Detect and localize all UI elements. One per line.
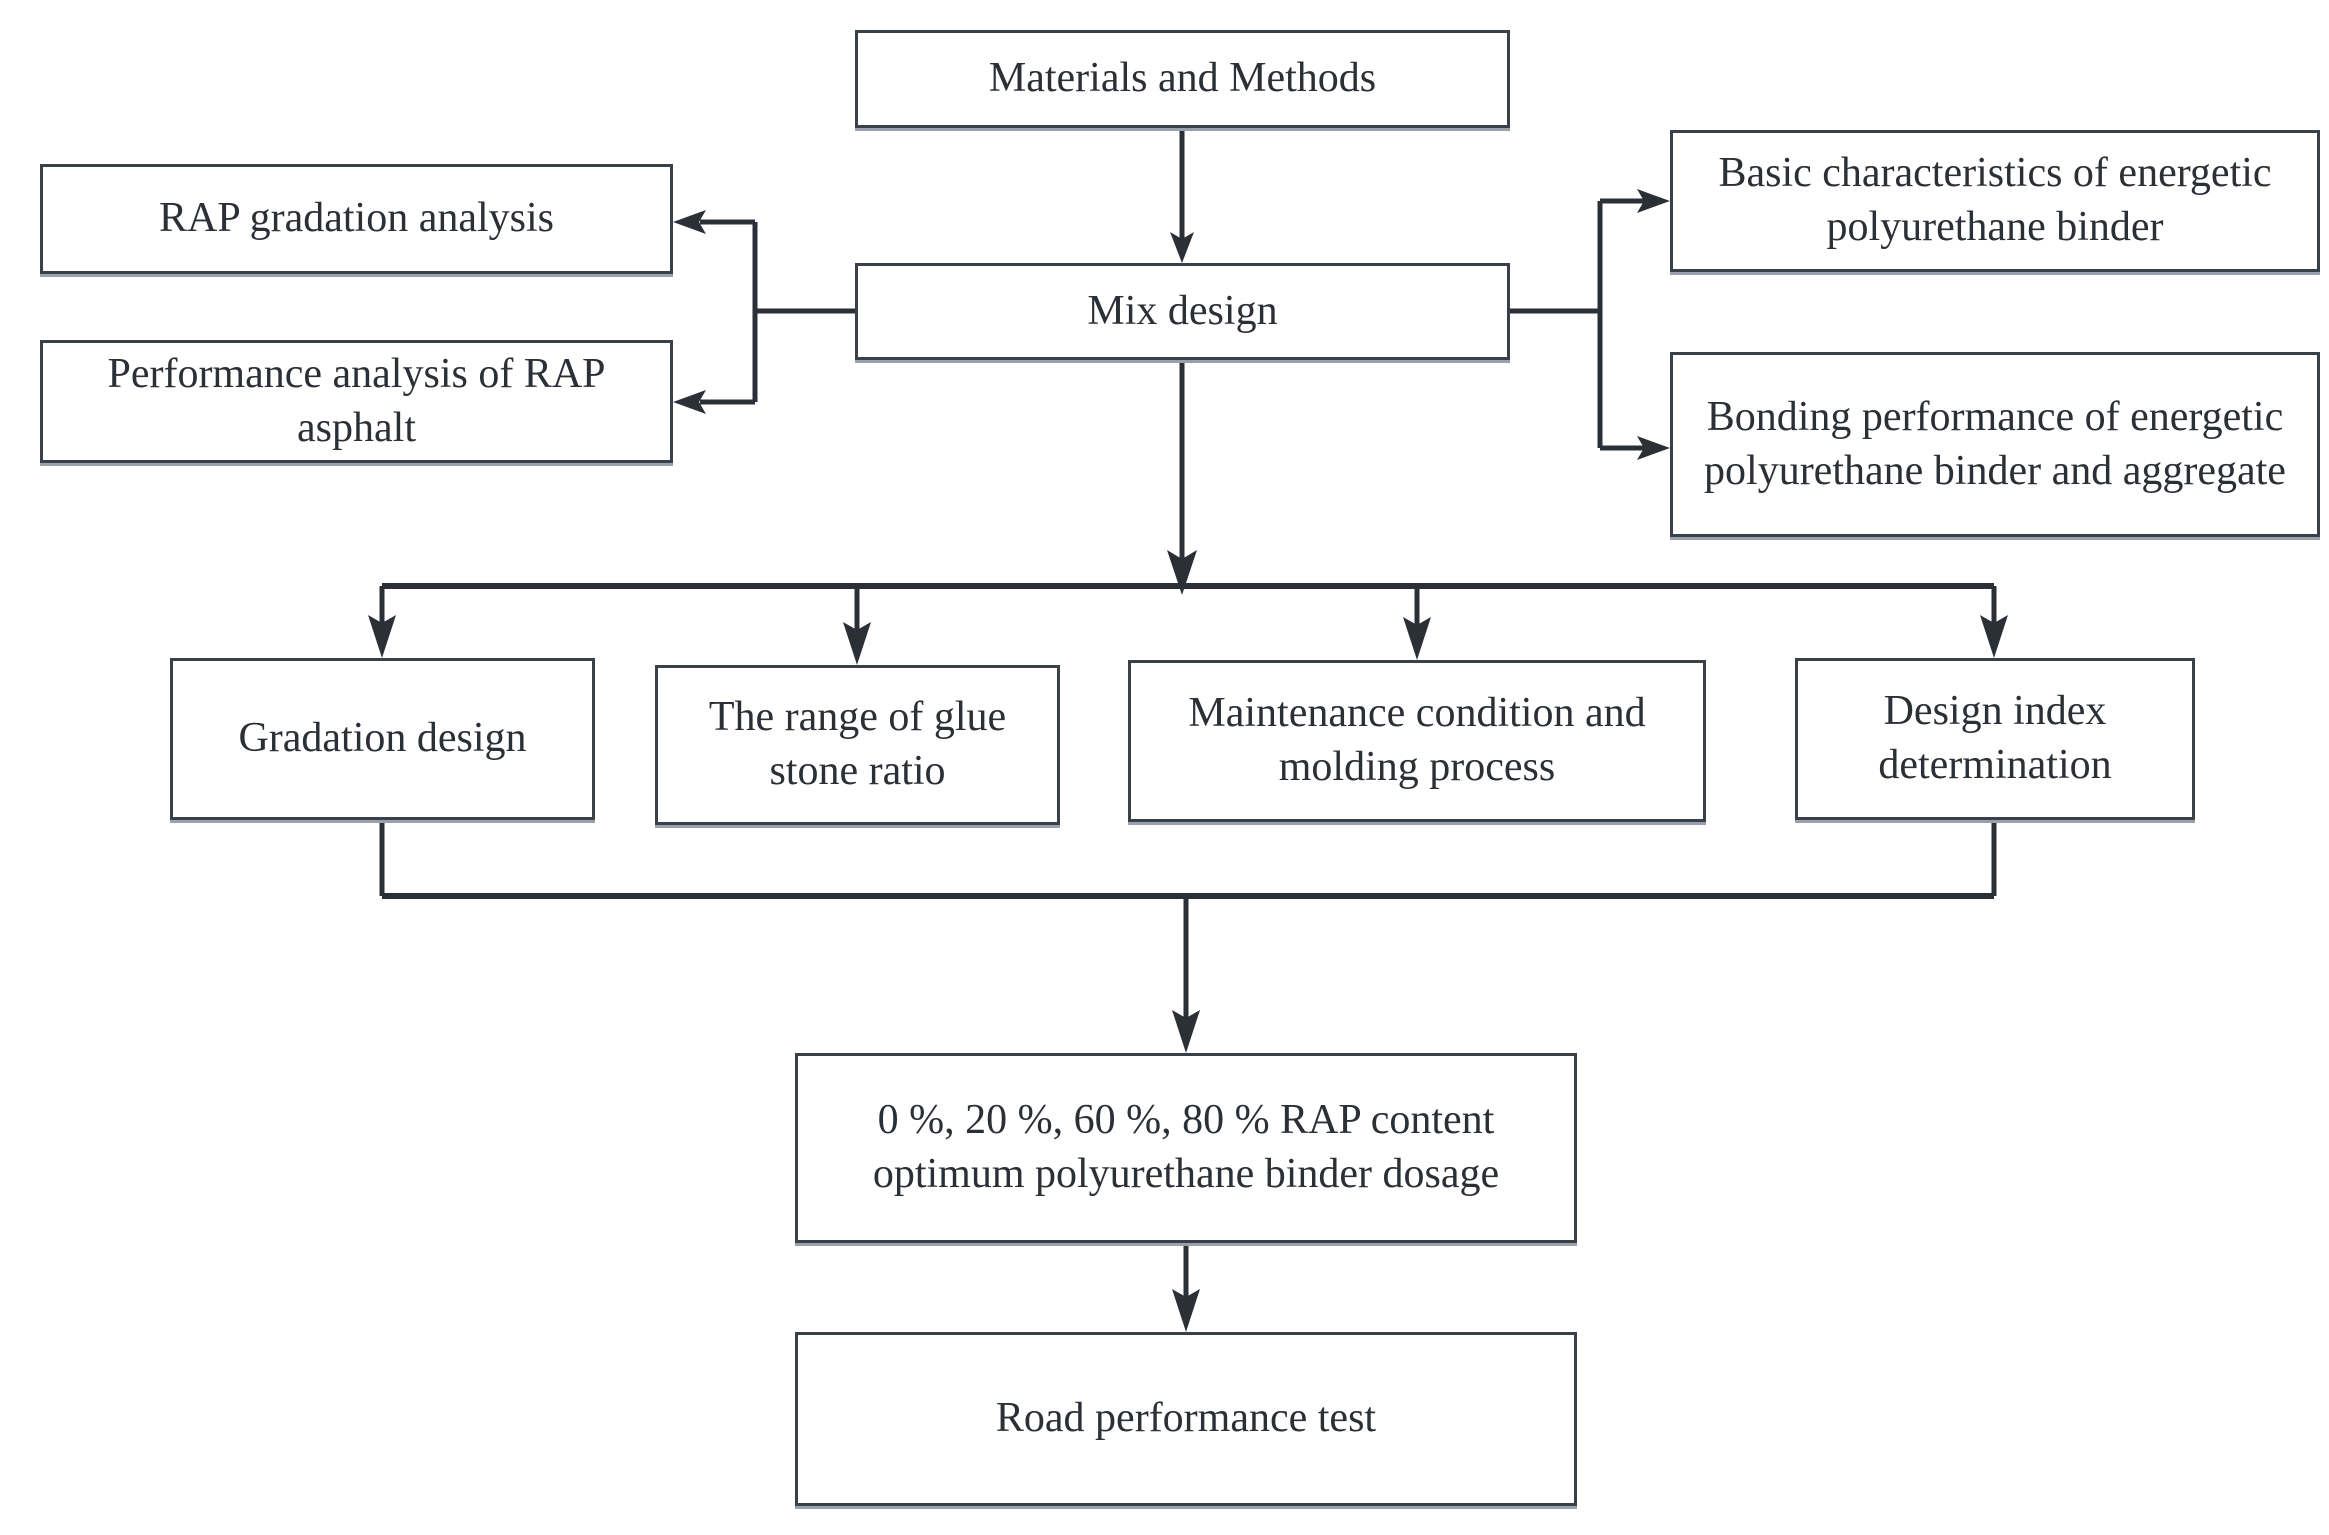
node-rap-content-optimum-polyurethane-binder-dosage[interactable]: 0 %, 20 %, 60 %, 80 % RAP content optimu… xyxy=(795,1053,1577,1243)
node-label: Materials and Methods xyxy=(988,55,1377,102)
node-performance-analysis-of-rap-asphalt[interactable]: Performance analysis of RAP asphalt xyxy=(40,340,673,463)
edge-fanout-to-gradation-design xyxy=(368,586,396,658)
node-bonding-performance-of-energetic-polyurethane-binder-and-aggregate[interactable]: Bonding performance of energetic polyure… xyxy=(1670,352,2320,537)
node-label: 0 %, 20 %, 60 %, 80 % RAP content optimu… xyxy=(872,1097,1500,1197)
node-design-index-determination[interactable]: Design index determination xyxy=(1795,658,2195,820)
edge-fanout-to-maintenance-condition xyxy=(1403,586,1431,660)
edge-mix-design-left-trunk xyxy=(673,210,855,414)
node-label: The range of glue stone ratio xyxy=(708,694,1007,794)
node-the-range-of-glue-stone-ratio[interactable]: The range of glue stone ratio xyxy=(655,665,1060,825)
edge-merge-bus-to-rap-content xyxy=(1172,896,1200,1053)
node-gradation-design[interactable]: Gradation design xyxy=(170,658,595,820)
edge-mix-design-right-trunk xyxy=(1510,189,1670,460)
node-label: Bonding performance of energetic polyure… xyxy=(1704,393,2286,494)
node-maintenance-condition-and-molding-process[interactable]: Maintenance condition and molding proces… xyxy=(1128,660,1706,822)
node-label: Basic characteristics of energetic polyu… xyxy=(1718,150,2272,250)
edge-rap-content-to-road-performance-test xyxy=(1172,1243,1200,1332)
node-basic-characteristics-of-energetic-polyurethane-binder[interactable]: Basic characteristics of energetic polyu… xyxy=(1670,130,2320,272)
node-rap-gradation-analysis[interactable]: RAP gradation analysis xyxy=(40,164,673,274)
merge-bus xyxy=(379,820,1997,899)
node-label: Gradation design xyxy=(238,715,527,762)
node-label: Road performance test xyxy=(995,1395,1377,1442)
node-road-performance-test[interactable]: Road performance test xyxy=(795,1332,1577,1506)
edge-fanout-to-glue-stone-ratio xyxy=(843,586,871,665)
node-mix-design[interactable]: Mix design xyxy=(855,263,1510,360)
node-label: Design index determination xyxy=(1878,688,2112,788)
edge-mix-design-to-fanout-bus xyxy=(1167,360,1197,595)
edge-fanout-to-design-index xyxy=(1980,586,2008,658)
node-label: Mix design xyxy=(1087,287,1278,334)
node-label: Performance analysis of RAP asphalt xyxy=(107,350,606,451)
node-label: RAP gradation analysis xyxy=(158,195,555,242)
fanout-bus xyxy=(379,583,1997,620)
node-materials-and-methods[interactable]: Materials and Methods xyxy=(855,30,1510,128)
edge-materials-to-mix-design xyxy=(1170,128,1194,263)
node-label: Maintenance condition and molding proces… xyxy=(1188,690,1646,790)
